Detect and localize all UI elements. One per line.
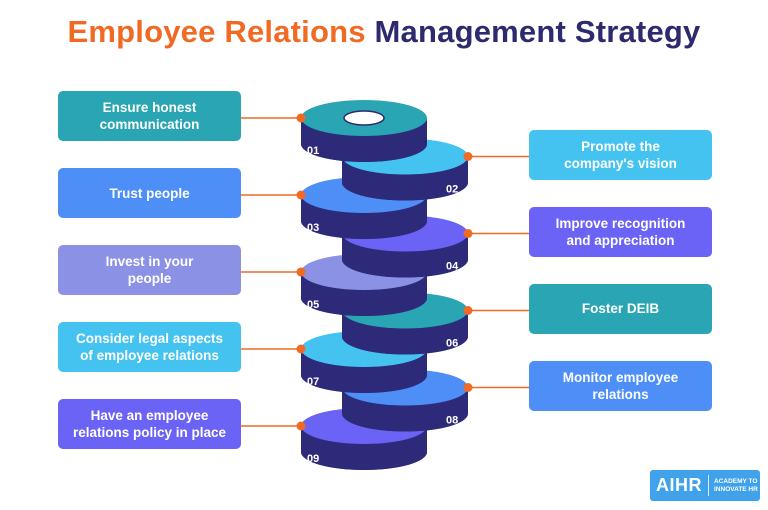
step-box-07: Consider legal aspects of employee relati… <box>58 322 241 372</box>
connector-dot-03 <box>296 190 306 200</box>
logo-tagline-line-1: ACADEMY TO <box>714 477 758 485</box>
disc-bottom <box>301 280 427 316</box>
step-label: Invest in your people <box>106 253 194 287</box>
step-label-line: of employee relations <box>80 348 219 363</box>
disc-bottom <box>342 395 468 432</box>
logo-tagline-line-2: INNOVATE HR <box>714 485 758 493</box>
disc-01: 01 <box>301 100 427 162</box>
step-label-line: Improve recognition <box>555 215 686 231</box>
step-label-line: Foster DEIB <box>581 301 660 316</box>
step-label-line: Promote the <box>581 138 660 154</box>
step-label-line: Ensure honest <box>102 100 197 115</box>
connector-dot-08 <box>463 383 473 392</box>
disc-bottom <box>301 126 427 162</box>
step-number-06: 06 <box>446 338 458 350</box>
step-label-line: Trust people <box>109 185 190 201</box>
page-title: Employee Relations Management Strategy <box>0 14 768 50</box>
connector-dot-01 <box>296 113 306 123</box>
connector-dot-07 <box>296 344 306 354</box>
step-number-02: 02 <box>446 184 458 196</box>
disc-05: 05 <box>301 254 427 316</box>
step-number-03: 03 <box>307 222 319 234</box>
step-label-line: company's vision <box>564 155 677 171</box>
disc-bottom <box>301 357 427 393</box>
step-number-07: 07 <box>307 376 319 388</box>
step-number-05: 05 <box>307 299 319 311</box>
step-box-06: Foster DEIB <box>529 283 712 334</box>
step-label-line: communication <box>99 117 200 132</box>
step-label-line: and appreciation <box>566 232 675 248</box>
step-label-line: Consider legal aspects <box>75 331 224 346</box>
connector-dot-06 <box>463 306 473 315</box>
step-label-line: people <box>127 271 172 286</box>
connector-dot-05 <box>296 267 306 277</box>
step-label-line: Invest in your <box>105 254 194 269</box>
title-part-2: Management Strategy <box>374 14 701 49</box>
step-number-09: 09 <box>307 453 319 465</box>
title-part-1: Employee Relations <box>67 14 366 49</box>
connector-dot-09 <box>296 421 306 431</box>
disc-center-hole <box>343 110 385 126</box>
disc-bottom <box>342 241 468 278</box>
step-box-09: Have an employee relations policy in plac… <box>58 399 241 449</box>
logo-wordmark: AIHR <box>650 475 709 496</box>
step-label: Foster DEIB <box>582 300 659 317</box>
step-label: Trust people <box>109 185 189 202</box>
step-number-04: 04 <box>446 261 459 273</box>
step-label: Consider legal aspects of employee relati… <box>76 330 223 364</box>
aihr-logo: AIHR ACADEMY TO INNOVATE HR <box>650 470 760 501</box>
step-label-line: Monitor employee <box>562 369 679 385</box>
disc-bottom <box>342 318 468 355</box>
step-label-line: relations policy in place <box>72 425 227 440</box>
step-number-08: 08 <box>446 415 458 427</box>
connector-dot-04 <box>463 229 473 238</box>
step-label-line: Have an employee <box>90 408 209 423</box>
connector-dot-02 <box>463 152 473 161</box>
step-box-05: Invest in your people <box>58 245 241 295</box>
step-box-03: Trust people <box>58 168 241 218</box>
disc-bottom <box>301 203 427 239</box>
step-label-line: relations <box>592 386 649 402</box>
step-box-01: Ensure honest communication <box>58 91 241 141</box>
disc-bottom <box>301 434 427 470</box>
step-label: Ensure honest communication <box>100 99 200 133</box>
disc-bottom <box>342 164 468 201</box>
logo-tagline: ACADEMY TO INNOVATE HR <box>709 478 760 494</box>
step-label: Have an employee relations policy in plac… <box>73 407 226 441</box>
step-number-01: 01 <box>307 145 319 157</box>
